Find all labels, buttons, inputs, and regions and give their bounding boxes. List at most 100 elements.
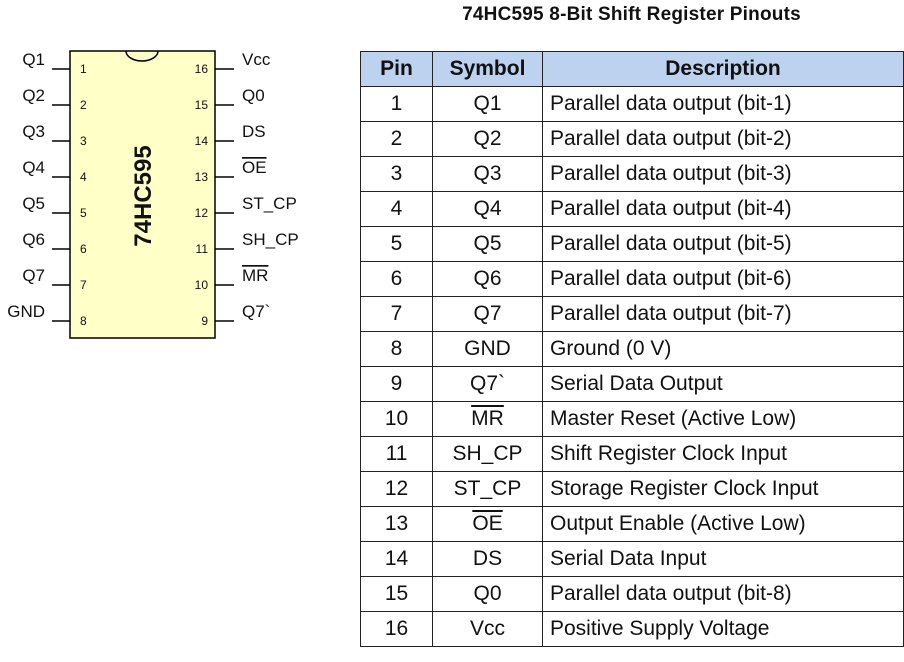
symbol-cell: Q4 bbox=[432, 191, 543, 227]
pin-number: 10 bbox=[195, 278, 209, 292]
symbol-cell: Q5 bbox=[432, 226, 543, 262]
pin-label: OE bbox=[242, 158, 267, 177]
table-header-row: Pin Symbol Description bbox=[360, 51, 904, 87]
pin-label: SH_CP bbox=[242, 230, 299, 249]
pin-cell: 16 bbox=[360, 611, 433, 647]
column-header-symbol: Symbol bbox=[432, 51, 543, 87]
pin-cell: 15 bbox=[360, 576, 433, 612]
pin-number: 4 bbox=[80, 170, 87, 184]
chip-part-name: 74HC595 bbox=[130, 145, 157, 246]
symbol-cell: Vcc bbox=[432, 611, 543, 647]
description-cell: Parallel data output (bit-7) bbox=[542, 296, 904, 332]
description-cell: Output Enable (Active Low) bbox=[542, 506, 904, 542]
description-cell: Shift Register Clock Input bbox=[542, 436, 904, 472]
symbol-cell: SH_CP bbox=[432, 436, 543, 472]
description-cell: Parallel data output (bit-2) bbox=[542, 121, 904, 157]
symbol-cell: Q2 bbox=[432, 121, 543, 157]
symbol-cell: GND bbox=[432, 331, 543, 367]
description-cell: Serial Data Output bbox=[542, 366, 904, 402]
pin-cell: 14 bbox=[360, 541, 433, 577]
pin-cell: 9 bbox=[360, 366, 433, 402]
symbol-cell: ST_CP bbox=[432, 471, 543, 507]
pin-number: 8 bbox=[80, 314, 87, 328]
description-cell: Positive Supply Voltage bbox=[542, 611, 904, 647]
active-low-symbol: OE bbox=[472, 512, 503, 535]
description-cell: Serial Data Input bbox=[542, 541, 904, 577]
pin-number: 1 bbox=[80, 62, 87, 76]
pin-label: Q2 bbox=[22, 86, 45, 105]
symbol-cell: Q7` bbox=[432, 366, 543, 402]
symbol-cell: MR bbox=[432, 401, 543, 437]
description-cell: Parallel data output (bit-1) bbox=[542, 86, 904, 122]
description-cell: Parallel data output (bit-5) bbox=[542, 226, 904, 262]
pin-label: ST_CP bbox=[242, 194, 297, 213]
description-cell: Parallel data output (bit-8) bbox=[542, 576, 904, 612]
pin-number: 2 bbox=[80, 98, 87, 112]
pin-cell: 2 bbox=[360, 121, 433, 157]
pin-label: GND bbox=[7, 302, 45, 321]
symbol-cell: Q6 bbox=[432, 261, 543, 297]
pin-cell: 11 bbox=[360, 436, 433, 472]
pin-label: Q0 bbox=[242, 86, 265, 105]
pin-number: 9 bbox=[201, 314, 208, 328]
pin-number: 3 bbox=[80, 134, 87, 148]
pin-label: Q6 bbox=[22, 230, 45, 249]
symbol-cell: OE bbox=[432, 506, 543, 542]
pin-label: Q7 bbox=[22, 266, 45, 285]
pin-label: Q5 bbox=[22, 194, 45, 213]
pin-label: Q7` bbox=[242, 302, 270, 321]
description-cell: Ground (0 V) bbox=[542, 331, 904, 367]
column-header-pin: Pin bbox=[360, 51, 433, 87]
chip-body bbox=[69, 50, 216, 339]
column-header-description: Description bbox=[542, 51, 904, 87]
pin-number: 14 bbox=[195, 134, 209, 148]
pin-cell: 13 bbox=[360, 506, 433, 542]
pin-label: Q3 bbox=[22, 122, 45, 141]
symbol-cell: Q7 bbox=[432, 296, 543, 332]
pin-number: 15 bbox=[195, 98, 209, 112]
page-title: 74HC595 8-Bit Shift Register Pinouts bbox=[462, 4, 801, 25]
symbol-cell: Q3 bbox=[432, 156, 543, 192]
description-cell: Parallel data output (bit-3) bbox=[542, 156, 904, 192]
pin-label: Q1 bbox=[22, 50, 45, 69]
pin-cell: 3 bbox=[360, 156, 433, 192]
pin-number: 5 bbox=[80, 206, 87, 220]
symbol-cell: DS bbox=[432, 541, 543, 577]
pin-cell: 12 bbox=[360, 471, 433, 507]
pin-label: MR bbox=[242, 266, 268, 285]
table-row: 13 OE Output Enable (Active Low) bbox=[360, 506, 904, 542]
pin-cell: 1 bbox=[360, 86, 433, 122]
description-cell: Storage Register Clock Input bbox=[542, 471, 904, 507]
active-low-symbol: MR bbox=[471, 407, 504, 430]
pin-label: DS bbox=[242, 122, 266, 141]
pin-cell: 4 bbox=[360, 191, 433, 227]
pin-number: 13 bbox=[195, 170, 209, 184]
pin-label: Vcc bbox=[242, 50, 271, 69]
pin-number: 7 bbox=[80, 278, 87, 292]
chip-notch bbox=[125, 50, 159, 62]
pin-number: 11 bbox=[196, 242, 209, 256]
pin-cell: 6 bbox=[360, 261, 433, 297]
pin-cell: 10 bbox=[360, 401, 433, 437]
pin-cell: 7 bbox=[360, 296, 433, 332]
pin-number: 12 bbox=[195, 206, 209, 220]
pin-label: Q4 bbox=[22, 158, 45, 177]
pin-cell: 5 bbox=[360, 226, 433, 262]
pin-cell: 8 bbox=[360, 331, 433, 367]
